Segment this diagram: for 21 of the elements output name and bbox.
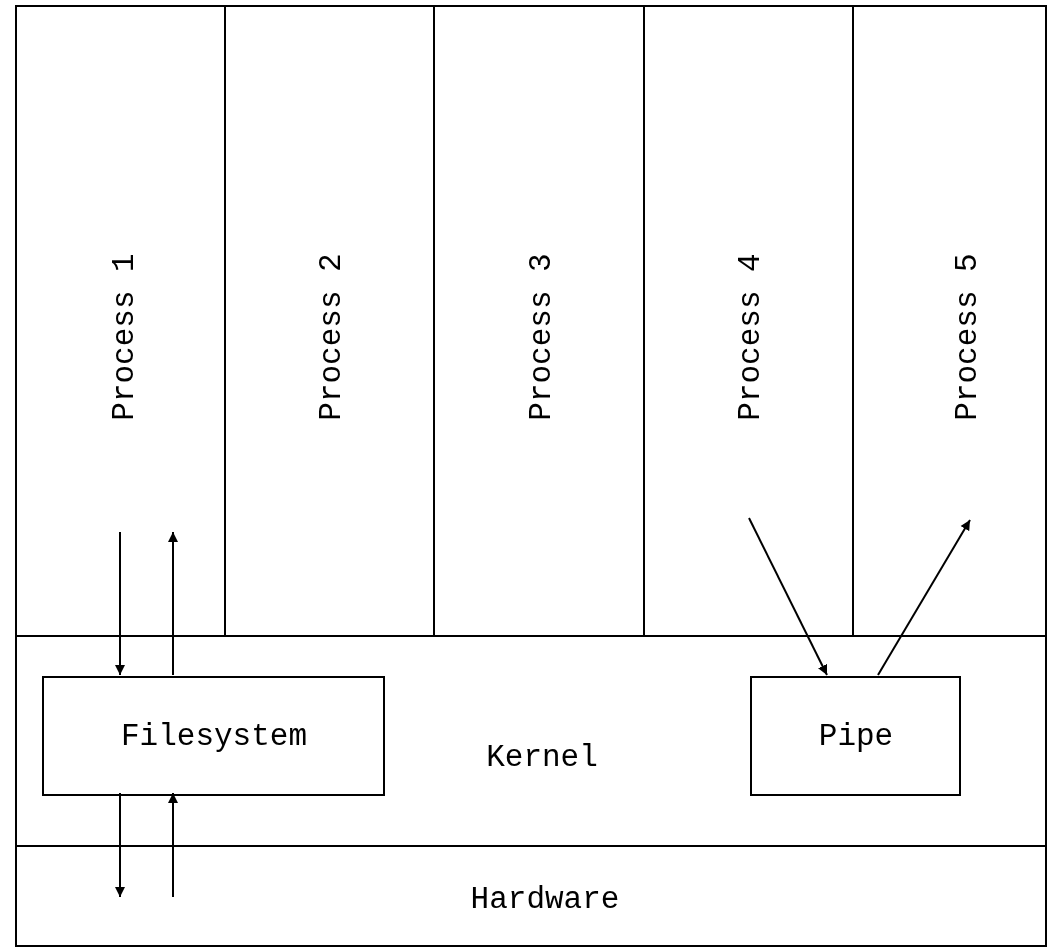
process-label: Process 4: [732, 253, 768, 421]
process-label: Process 5: [949, 253, 985, 421]
process-label: Process 2: [313, 253, 349, 421]
hardware-band: [15, 845, 1047, 947]
arrow: [748, 517, 828, 676]
kernel-label: Kernel: [486, 739, 598, 775]
arrow: [877, 519, 971, 676]
arrow: [168, 531, 178, 676]
process-label: Process 1: [106, 253, 142, 421]
process-column: [15, 5, 226, 637]
pipe-box: [750, 676, 961, 796]
pipe-label: Pipe: [818, 718, 894, 754]
process-label: Process 3: [523, 253, 559, 421]
process-column: [852, 5, 1047, 637]
filesystem-box: [42, 676, 385, 796]
hardware-label: Hardware: [470, 881, 620, 917]
arrow: [115, 531, 125, 676]
filesystem-label: Filesystem: [121, 718, 307, 754]
kernel-band: [15, 635, 1047, 847]
arrow: [168, 792, 178, 898]
arrow: [115, 792, 125, 898]
